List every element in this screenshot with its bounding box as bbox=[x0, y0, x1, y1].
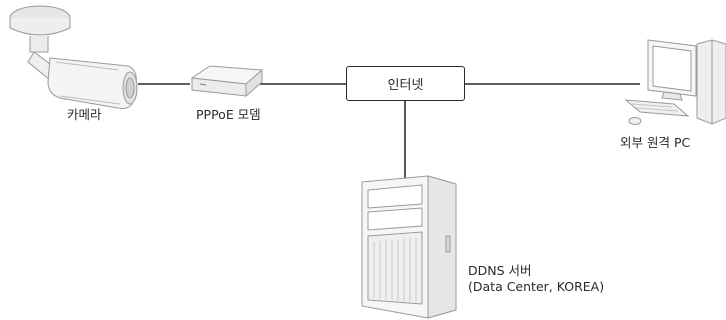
ddns-server-location-label: (Data Center, KOREA) bbox=[468, 279, 605, 294]
ddns-server-label: DDNS 서버 bbox=[468, 263, 532, 278]
modem-label: PPPoE 모뎀 bbox=[196, 107, 261, 122]
camera-icon bbox=[9, 5, 138, 109]
camera-label: 카메라 bbox=[67, 107, 102, 122]
ddns-server-icon bbox=[361, 175, 457, 319]
internet-label: 인터넷 bbox=[387, 78, 424, 93]
remote-pc-icon bbox=[624, 39, 726, 125]
connection-lines bbox=[138, 83, 640, 180]
internet-node: 인터넷 bbox=[346, 66, 465, 101]
modem-icon bbox=[190, 65, 264, 98]
remote-pc-label: 외부 원격 PC bbox=[620, 135, 691, 150]
